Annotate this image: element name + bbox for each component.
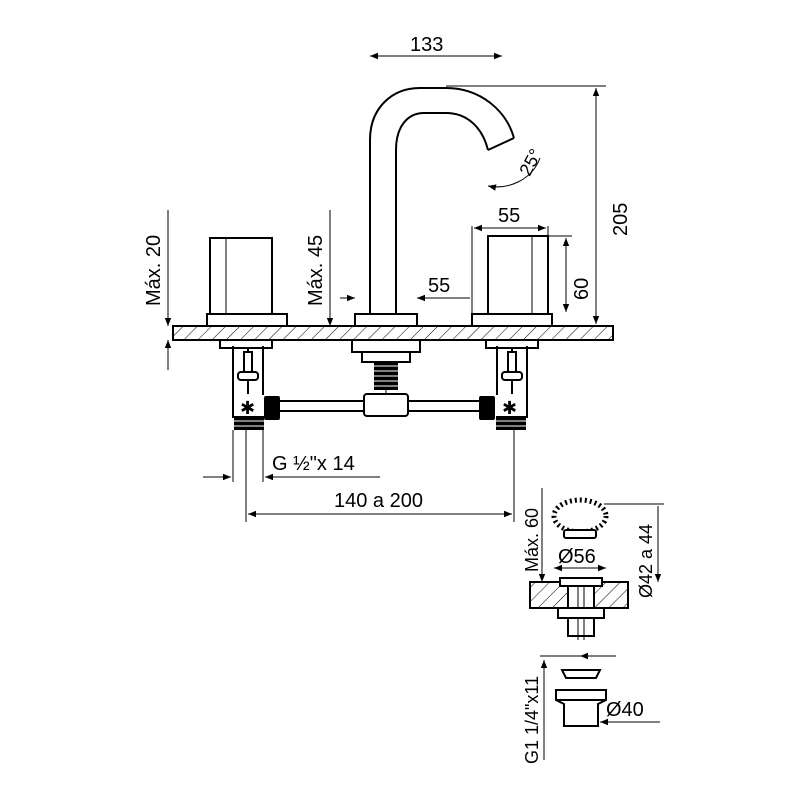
dim-drain-max-label: Máx. 60 <box>522 508 542 572</box>
dim-spout-base: 55 <box>340 275 470 302</box>
dim-drain-thread-label: G1 1/4"x11 <box>522 676 542 764</box>
dim-handle-width-label: 55 <box>498 205 520 227</box>
svg-text:✱: ✱ <box>502 398 517 418</box>
countertop <box>172 325 614 341</box>
dim-drain-nut: Ø40 <box>600 699 660 726</box>
spout <box>351 87 515 417</box>
dim-drain-nut-label: Ø40 <box>606 699 644 721</box>
dim-total-height-label: 205 <box>610 203 632 236</box>
left-handle: ✱ <box>206 237 288 430</box>
dim-drain-hole-label: Ø42 a 44 <box>636 524 656 598</box>
dim-drain-diameter-label: Ø56 <box>558 546 596 568</box>
dim-spout-base-label: 55 <box>428 275 450 297</box>
dim-handle-width: 55 <box>471 205 549 314</box>
dim-spout-reach: 133 <box>370 34 502 60</box>
dim-drain-thread: G1 1/4"x11 <box>522 652 616 764</box>
dim-drain-hole: Ø42 a 44 <box>604 503 664 598</box>
dim-thread: G ½"x 14 <box>203 430 380 482</box>
dim-center-distance-label: 140 a 200 <box>334 490 423 512</box>
drain-chain <box>551 497 609 535</box>
dim-thread-label: G ½"x 14 <box>272 453 355 475</box>
dim-max-handles-label: Máx. 20 <box>143 235 165 306</box>
dim-max-handles: Máx. 20 <box>143 210 172 370</box>
dim-swivel: 25° <box>487 146 546 191</box>
dim-drain-max: Máx. 60 <box>522 488 546 582</box>
dim-swivel-label: 25° <box>515 146 545 179</box>
dim-handle-height-label: 60 <box>571 278 593 300</box>
dim-max-spout-label: Máx. 45 <box>305 235 327 306</box>
right-handle: ✱ <box>471 235 553 430</box>
drain-assembly <box>529 497 629 727</box>
connecting-hoses <box>280 400 479 412</box>
dim-max-spout: Máx. 45 <box>305 210 334 326</box>
dim-total-height: 205 <box>446 85 632 327</box>
dim-center-distance: 140 a 200 <box>245 430 515 522</box>
spout-shank <box>374 362 398 390</box>
dim-drain-diameter: Ø56 <box>554 546 606 572</box>
svg-text:✱: ✱ <box>240 398 255 418</box>
dim-spout-reach-label: 133 <box>410 34 443 56</box>
dim-handle-height: 60 <box>548 235 593 312</box>
